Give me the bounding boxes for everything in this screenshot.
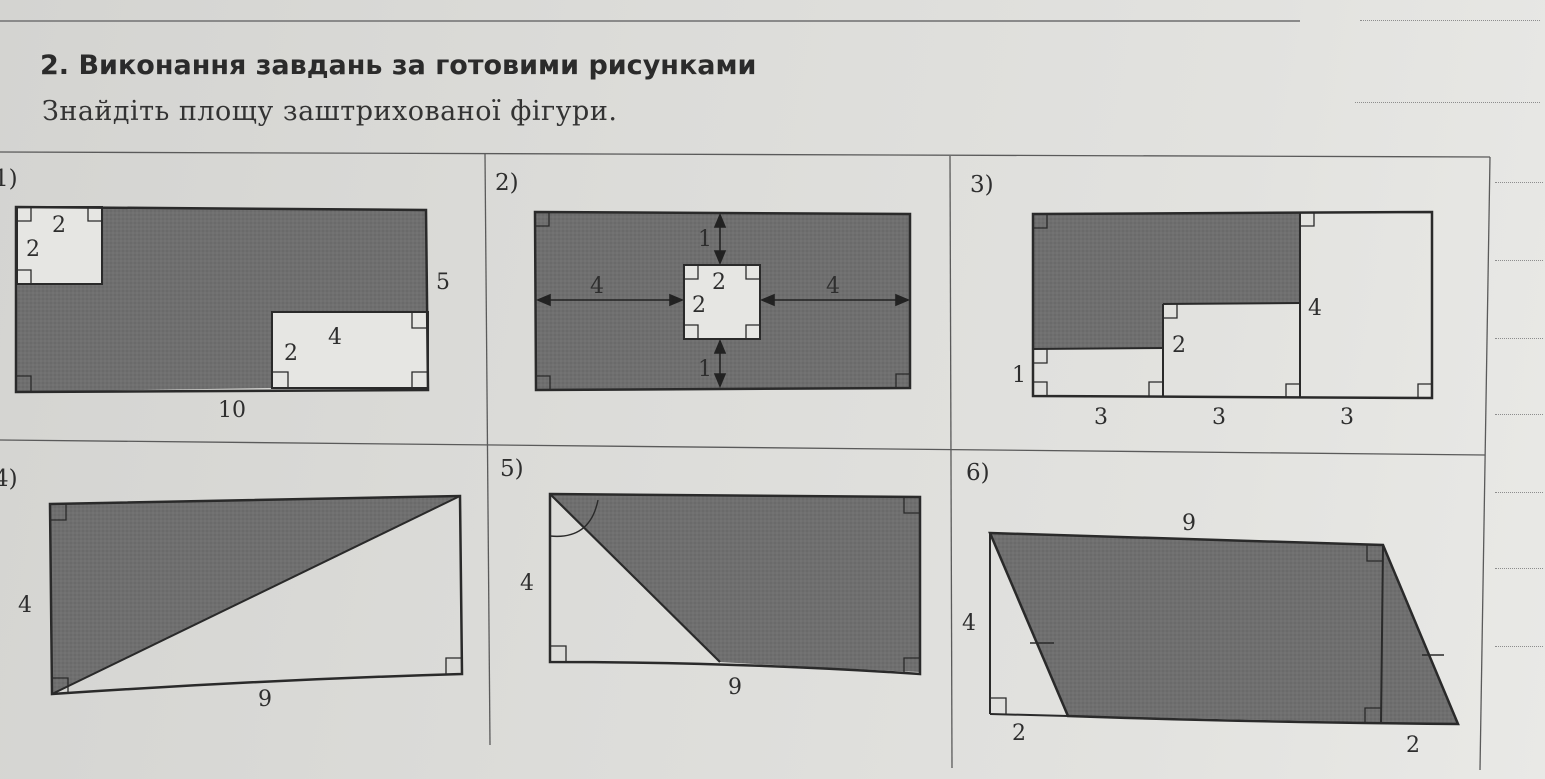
- problem-6: 6) 9 4 2 2: [962, 460, 1460, 758]
- svg-text:2: 2: [26, 237, 40, 262]
- margin-dotted-line: [1495, 646, 1543, 647]
- equal-tick-marks: [1030, 642, 1444, 656]
- problem-2: 2) 1 1 4 4 2 2: [495, 170, 912, 392]
- margin-dotted-line: [1495, 568, 1543, 569]
- problem-number: 3): [970, 172, 994, 198]
- svg-text:1: 1: [698, 357, 712, 382]
- svg-text:4: 4: [1308, 296, 1322, 321]
- shaded-region: [16, 207, 428, 392]
- svg-text:4: 4: [328, 325, 342, 350]
- problem-4: 4) 4 9: [0, 466, 464, 712]
- outer-outline: [14, 205, 430, 394]
- outer-outline: [548, 492, 922, 676]
- problem-5: 5) 4 9: [500, 456, 922, 700]
- dimension-arrows: [535, 212, 911, 389]
- svg-text:4: 4: [18, 593, 32, 618]
- shaded-parallelogram: [990, 533, 1458, 724]
- svg-text:2: 2: [1406, 733, 1420, 758]
- svg-text:2: 2: [52, 213, 66, 238]
- margin-dotted-line: [1495, 492, 1543, 493]
- svg-text:2: 2: [712, 270, 726, 295]
- problem-grid: [0, 151, 1491, 771]
- problem-number: 2): [495, 170, 519, 196]
- svg-text:3: 3: [1340, 405, 1354, 430]
- svg-text:9: 9: [728, 675, 742, 700]
- right-angle-marks: [990, 545, 1383, 724]
- task-instruction: Знайдіть площу заштрихованої фігури.: [42, 96, 618, 127]
- margin-dotted-line: [1495, 338, 1543, 339]
- svg-text:1: 1: [1012, 363, 1026, 388]
- right-angle-marks: [535, 212, 910, 390]
- svg-text:4: 4: [590, 274, 604, 299]
- svg-text:4: 4: [520, 571, 534, 596]
- svg-text:2: 2: [1172, 333, 1186, 358]
- svg-text:9: 9: [1182, 511, 1196, 536]
- svg-text:1: 1: [698, 227, 712, 252]
- shaded-region: [1033, 212, 1300, 349]
- svg-text:2: 2: [1012, 721, 1026, 746]
- margin-dotted-line: [1495, 414, 1543, 415]
- svg-text:3: 3: [1094, 405, 1108, 430]
- svg-text:4: 4: [962, 611, 976, 636]
- svg-text:9: 9: [258, 687, 272, 712]
- problem-number: 1): [0, 166, 18, 192]
- svg-text:2: 2: [692, 293, 706, 318]
- inner-lines: [1032, 212, 1301, 398]
- problem-number: 6): [966, 460, 990, 486]
- svg-text:3: 3: [1212, 405, 1226, 430]
- right-angle-marks: [17, 207, 428, 392]
- angle-arc: [549, 499, 599, 538]
- margin-dotted-line: [1360, 20, 1540, 21]
- problem-1: 1) 2 2 5 4 2 10: [0, 166, 450, 423]
- right-angle-marks: [550, 497, 920, 674]
- parallelogram-outline: [988, 531, 1460, 726]
- svg-text:10: 10: [218, 398, 246, 423]
- margin-dotted-line: [1355, 102, 1540, 103]
- margin-dotted-line: [1495, 182, 1543, 183]
- outer-outline: [48, 494, 464, 696]
- problem-number: 5): [500, 456, 524, 482]
- section-heading: 2. Виконання завдань за готовими рисунка…: [40, 50, 757, 81]
- problem-number: 4): [0, 466, 18, 492]
- inner-square: [683, 264, 761, 340]
- margin-dotted-line: [1495, 260, 1543, 261]
- top-rule: [0, 20, 1300, 22]
- problem-3: 3) 1 2 4 3 3 3: [970, 172, 1434, 430]
- right-angle-marks: [1033, 212, 1432, 398]
- shaded-region: [550, 494, 920, 672]
- right-angle-marks: [50, 504, 462, 694]
- svg-text:4: 4: [826, 274, 840, 299]
- inner-rectangle: [271, 311, 429, 389]
- svg-text:2: 2: [284, 341, 298, 366]
- svg-text:5: 5: [436, 270, 450, 295]
